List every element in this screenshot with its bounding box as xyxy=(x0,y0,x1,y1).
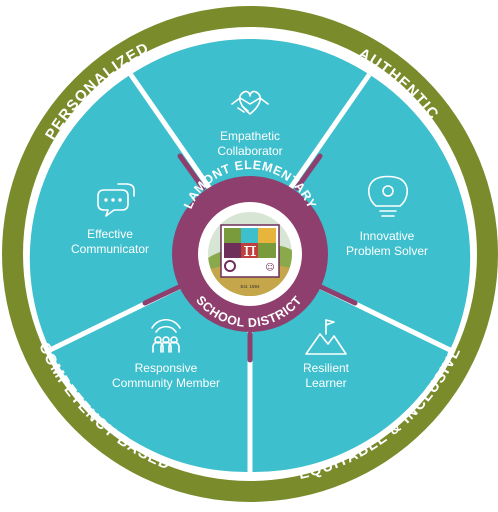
segment-label-line: Effective xyxy=(87,227,133,241)
logo-theatre-masks-icon: ☺ xyxy=(265,262,274,273)
community-people-icon xyxy=(151,319,181,353)
segment-bottom-right xyxy=(250,276,450,473)
segment-label-line: Collaborator xyxy=(217,144,282,158)
segment-effective-communicator: Effective Communicator xyxy=(71,183,149,256)
segment-label-line: Responsive xyxy=(135,361,198,375)
segment-label-line: Community Member xyxy=(112,376,220,390)
lightbulb-gear-icon xyxy=(367,175,409,217)
handshake-heart-icon xyxy=(231,90,269,115)
segment-bottom-left xyxy=(50,276,250,473)
logo-established-text: Est. 1894 xyxy=(240,284,260,289)
segment-label-line: Problem Solver xyxy=(346,244,428,258)
logo-gear-icon xyxy=(224,260,236,272)
segment-label-line: Resilient xyxy=(303,361,350,375)
segment-label-line: Communicator xyxy=(71,242,149,256)
logo-pi-symbol: π xyxy=(243,237,256,261)
segment-label-line: Learner xyxy=(305,376,346,390)
segment-empathetic-collaborator: Empathetic Collaborator xyxy=(217,90,283,158)
segment-label-line: Empathetic xyxy=(220,129,280,143)
mountain-flag-icon xyxy=(305,319,347,355)
speech-bubbles-icon xyxy=(97,183,135,217)
segment-responsive-community-member: Responsive Community Member xyxy=(112,319,220,390)
hub-spokes xyxy=(142,153,358,363)
segment-label-line: Innovative xyxy=(360,229,415,243)
segment-resilient-learner: Resilient Learner xyxy=(303,319,350,390)
segment-top xyxy=(130,38,370,212)
segment-innovative-problem-solver: Innovative Problem Solver xyxy=(346,175,428,258)
